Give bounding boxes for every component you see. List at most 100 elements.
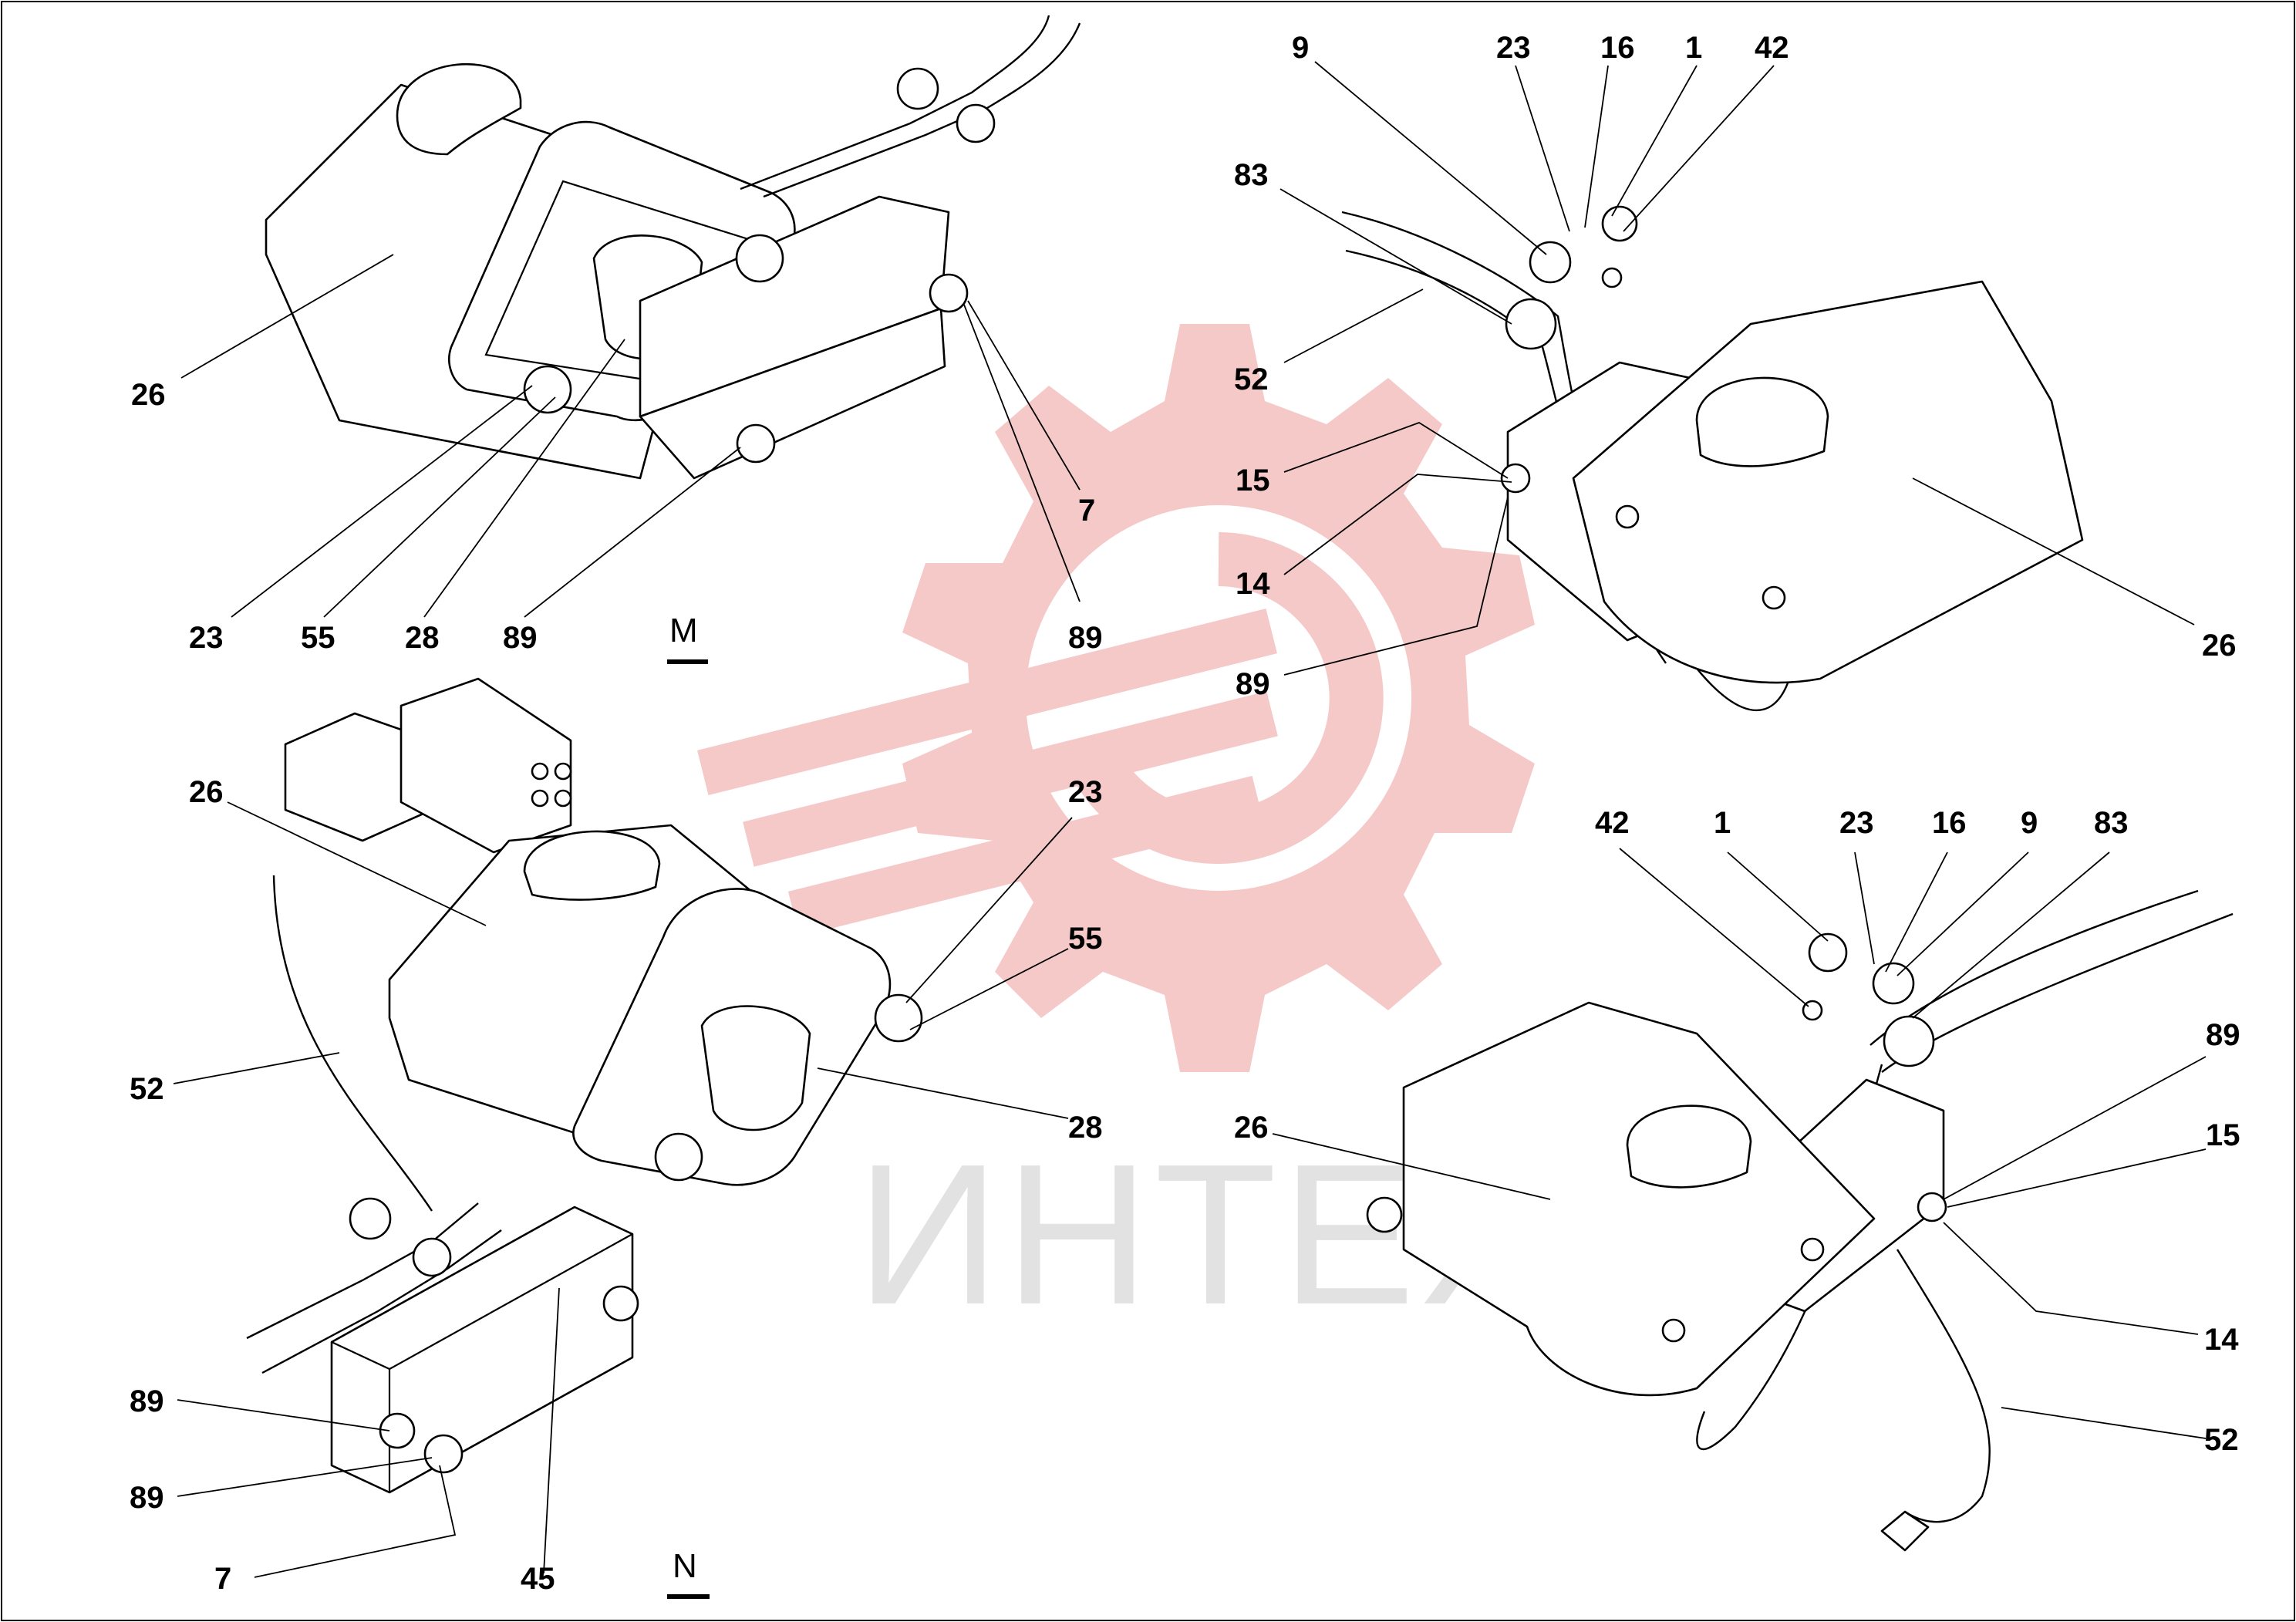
mount-hole-1 <box>1615 504 1640 529</box>
label-23: 23 <box>189 621 224 655</box>
assembly-view-tr <box>1341 205 2084 712</box>
clamp-nut <box>896 67 939 110</box>
labels-view-n: 26 23 55 52 28 89 89 7 45 N <box>130 775 1103 1599</box>
connector-pin <box>554 789 572 808</box>
label-42: 42 <box>1755 31 1789 65</box>
leaders-view-m <box>180 254 1081 618</box>
clamp-nut-bl <box>349 1197 392 1240</box>
label-23: 23 <box>1496 31 1531 65</box>
label-7: 7 <box>214 1562 231 1596</box>
cable-bundle-bl2 <box>261 1229 502 1374</box>
view-label-m: M <box>669 612 698 649</box>
connector-pin <box>531 789 549 808</box>
reservoir-cap-tr <box>1695 376 1829 467</box>
connector-28-bl <box>700 1005 811 1131</box>
label-26: 26 <box>189 775 224 809</box>
assembly-view-m <box>265 15 1081 480</box>
cable-bundle <box>740 15 1050 191</box>
screw-89-bl <box>379 1412 416 1449</box>
cable-52-br <box>1896 1249 1991 1523</box>
label-16: 16 <box>1600 31 1635 65</box>
mount-hole-2 <box>1762 585 1786 610</box>
clamp-nut-bl2 <box>412 1237 452 1277</box>
leaders-view-tr <box>1279 61 2195 676</box>
label-26: 26 <box>2202 629 2237 663</box>
bolt-42-tr <box>1601 205 1638 242</box>
mount-hole-br-2 <box>1800 1237 1825 1262</box>
label-23: 23 <box>1068 775 1103 809</box>
bolt-55-bl <box>654 1132 703 1182</box>
label-89: 89 <box>1236 667 1270 701</box>
reservoir-cap-bl <box>523 830 661 901</box>
nut-9-br <box>1872 962 1915 1005</box>
cable-52 <box>272 875 433 1212</box>
screw-7-bl <box>423 1434 464 1474</box>
bolt-23-bl <box>874 993 923 1043</box>
assembly-view-n <box>246 677 923 1494</box>
label-1: 1 <box>1685 31 1702 65</box>
cable-bundle-2 <box>763 22 1081 198</box>
leaders-view-br <box>1272 848 2207 1439</box>
connector-plug-2 <box>400 677 572 854</box>
spade-terminal <box>1880 1510 1930 1552</box>
label-52: 52 <box>1234 363 1269 396</box>
label-83: 83 <box>2094 806 2129 840</box>
label-83: 83 <box>1234 158 1269 192</box>
view-label-n: N <box>673 1547 697 1585</box>
labels-view-br: 42 1 23 16 9 83 89 26 15 14 52 <box>1234 806 2240 1457</box>
reservoir-cap-br <box>1626 1104 1752 1189</box>
bolt-1-br <box>1808 932 1848 973</box>
mount-hole-br-1 <box>1661 1318 1686 1343</box>
connector-pin <box>554 762 572 781</box>
label-7: 7 <box>1078 494 1095 528</box>
clamp-nut-2 <box>956 103 996 143</box>
label-9: 9 <box>2021 806 2038 840</box>
nut-15-tr <box>1500 463 1531 494</box>
label-9: 9 <box>1292 31 1309 65</box>
label-55: 55 <box>1068 922 1103 956</box>
label-14: 14 <box>2204 1323 2239 1357</box>
label-45: 45 <box>521 1562 555 1596</box>
cable-bundle-bl <box>246 1202 479 1340</box>
label-89: 89 <box>130 1384 164 1418</box>
label-89: 89 <box>503 621 538 655</box>
label-89b: 89 <box>130 1481 164 1515</box>
label-52: 52 <box>130 1072 164 1106</box>
reservoir-cap <box>396 62 522 156</box>
label-26: 26 <box>131 378 166 412</box>
label-89b: 89 <box>1068 621 1103 655</box>
screw-89-bl2 <box>602 1285 639 1322</box>
labels-view-m: 26 23 55 28 89 7 89 M <box>131 378 1103 664</box>
label-1: 1 <box>1714 806 1731 840</box>
gear-logo-icon <box>697 324 1535 1072</box>
bolt-23 <box>523 365 572 414</box>
label-42: 42 <box>1595 806 1630 840</box>
label-26: 26 <box>1234 1111 1269 1145</box>
reservoir-26-tr <box>1572 280 2084 684</box>
label-28: 28 <box>405 621 440 655</box>
label-52: 52 <box>2204 1423 2239 1457</box>
label-89: 89 <box>2206 1018 2240 1052</box>
nut-15-br <box>1917 1192 1947 1222</box>
nut-9-tr <box>1529 241 1572 284</box>
cable-bundle-br2 <box>1881 912 2234 1073</box>
wire-terminal-tr <box>1601 267 1623 288</box>
label-55: 55 <box>301 621 335 655</box>
leaders-view-n <box>173 801 1073 1578</box>
screw-89-head <box>736 423 776 464</box>
label-15: 15 <box>1236 464 1270 497</box>
reservoir-26-br <box>1402 1001 1876 1397</box>
label-15: 15 <box>2206 1118 2240 1152</box>
connector-pin <box>531 762 549 781</box>
assembly-view-br <box>1366 889 2234 1552</box>
screw-7-head <box>929 273 969 313</box>
block-45 <box>330 1206 634 1494</box>
label-28: 28 <box>1068 1111 1103 1145</box>
block-45-edge2 <box>389 1233 633 1370</box>
mount-hole-br-3 <box>1366 1196 1403 1233</box>
bolt-55 <box>735 234 784 283</box>
label-16: 16 <box>1932 806 1967 840</box>
label-23: 23 <box>1839 806 1874 840</box>
clamp-83-tr <box>1505 298 1557 350</box>
